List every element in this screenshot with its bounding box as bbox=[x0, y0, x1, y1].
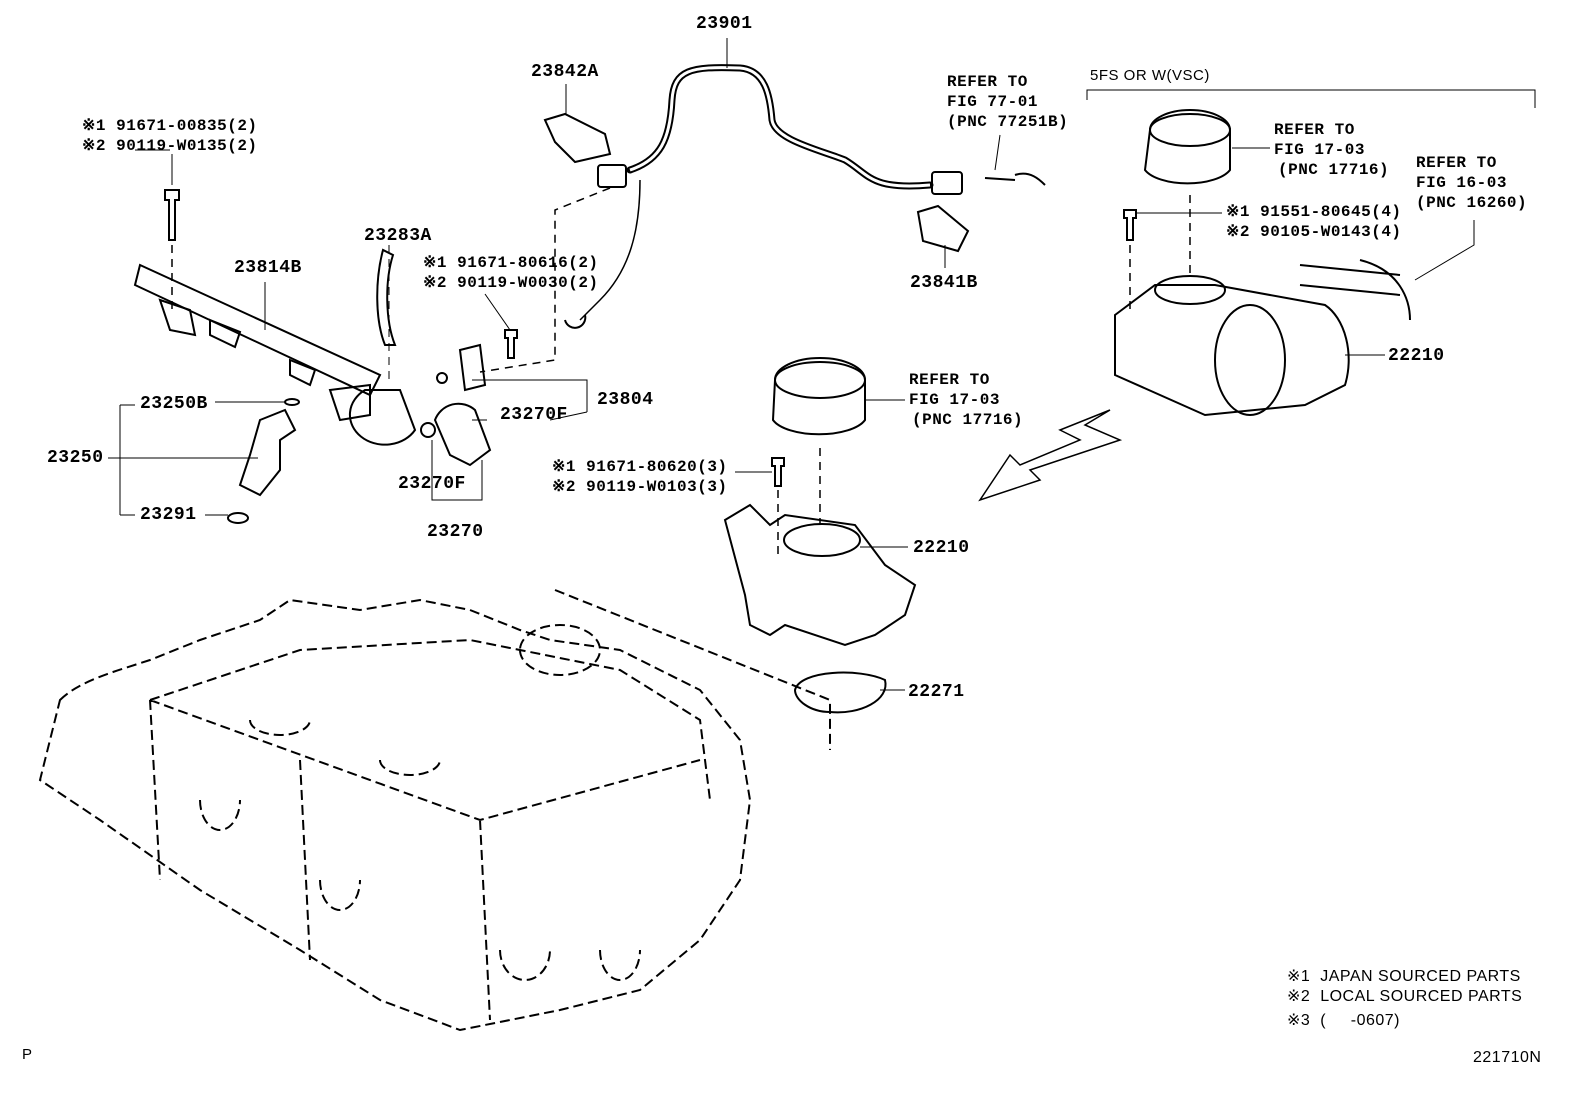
part-number-23270: 23270 bbox=[427, 522, 484, 542]
part-number-23270F: 23270F bbox=[500, 405, 568, 425]
part-number-23283A: 23283A bbox=[364, 226, 432, 246]
bolt-icon bbox=[771, 457, 785, 487]
pressure-regulator-23270 bbox=[433, 402, 492, 467]
ref-fig16-line2: FIG 16-03 bbox=[1416, 174, 1507, 192]
part-number-23804: 23804 bbox=[597, 390, 654, 410]
direction-arrow bbox=[978, 409, 1123, 502]
clip-23841B bbox=[916, 204, 970, 253]
regulator-bracket bbox=[458, 343, 487, 392]
part-number-23901: 23901 bbox=[696, 14, 753, 34]
ref-fig17-mid-line2: FIG 17-03 bbox=[909, 391, 1000, 409]
page-marker: P bbox=[22, 1046, 33, 1063]
bolt-rail-local: ※2 90119-W0135(2) bbox=[82, 137, 258, 155]
variant-label: 5FS OR W(VSC) bbox=[1090, 67, 1210, 84]
gasket-22271 bbox=[793, 671, 887, 714]
part-number-23250B: 23250B bbox=[140, 394, 208, 414]
ref-fig77-line3: (PNC 77251B) bbox=[947, 113, 1069, 131]
ref-fig17-top-line3: (PNC 17716) bbox=[1278, 161, 1390, 179]
bolt-throttle-top-japan: ※1 91551-80645(4) bbox=[1226, 203, 1402, 221]
injector-23250 bbox=[238, 408, 297, 497]
throttle-body-mid bbox=[723, 503, 917, 647]
air-hose-mid bbox=[771, 357, 866, 436]
bolt-regulator-local: ※2 90119-W0030(2) bbox=[423, 274, 599, 292]
part-number-23270F: 23270F bbox=[398, 474, 466, 494]
part-number-22210-mid: 22210 bbox=[913, 538, 970, 558]
ref-fig17-mid-line3: (PNC 17716) bbox=[912, 411, 1024, 429]
part-number-22210-top: 22210 bbox=[1388, 346, 1445, 366]
rail-bracket bbox=[348, 389, 417, 446]
clip-23283A bbox=[376, 248, 397, 346]
footnote-local: ※2 LOCAL SOURCED PARTS bbox=[1287, 988, 1523, 1005]
figure-code: 221710N bbox=[1473, 1049, 1542, 1066]
part-number-23841B: 23841B bbox=[910, 273, 978, 293]
throttle-body-top bbox=[1114, 284, 1350, 417]
ref-fig17-mid-line1: REFER TO bbox=[909, 371, 990, 389]
bolt-throttle-top-local: ※2 90105-W0143(4) bbox=[1226, 223, 1402, 241]
ref-fig16-line3: (PNC 16260) bbox=[1416, 194, 1528, 212]
ref-fig17-top-line2: FIG 17-03 bbox=[1274, 141, 1365, 159]
hose-connector-right bbox=[931, 171, 963, 195]
bolt-icon bbox=[164, 189, 180, 241]
ref-fig16-line1: REFER TO bbox=[1416, 154, 1497, 172]
bolt-rail-japan: ※1 91671-00835(2) bbox=[82, 117, 258, 135]
part-number-23842A: 23842A bbox=[531, 62, 599, 82]
part-number-23250: 23250 bbox=[47, 448, 104, 468]
bolt-icon bbox=[504, 329, 518, 359]
ref-fig77-line1: REFER TO bbox=[947, 73, 1028, 91]
part-number-23291: 23291 bbox=[140, 505, 197, 525]
bolt-throttle-mid-local: ※2 90119-W0103(3) bbox=[552, 478, 728, 496]
footnote-japan: ※1 JAPAN SOURCED PARTS bbox=[1287, 968, 1521, 985]
hose-connector-left bbox=[597, 164, 627, 188]
part-number-23814B: 23814B bbox=[234, 258, 302, 278]
clip-23842A bbox=[543, 112, 612, 164]
bolt-icon bbox=[1123, 209, 1137, 241]
bolt-regulator-japan: ※1 91671-80616(2) bbox=[423, 254, 599, 272]
part-number-22271: 22271 bbox=[908, 682, 965, 702]
ref-fig17-top-line1: REFER TO bbox=[1274, 121, 1355, 139]
engine-head-outline bbox=[38, 589, 831, 1032]
footnote-date: ※3 ( -0607) bbox=[1287, 1012, 1400, 1029]
bolt-throttle-mid-japan: ※1 91671-80620(3) bbox=[552, 458, 728, 476]
ref-fig77-line2: FIG 77-01 bbox=[947, 93, 1038, 111]
